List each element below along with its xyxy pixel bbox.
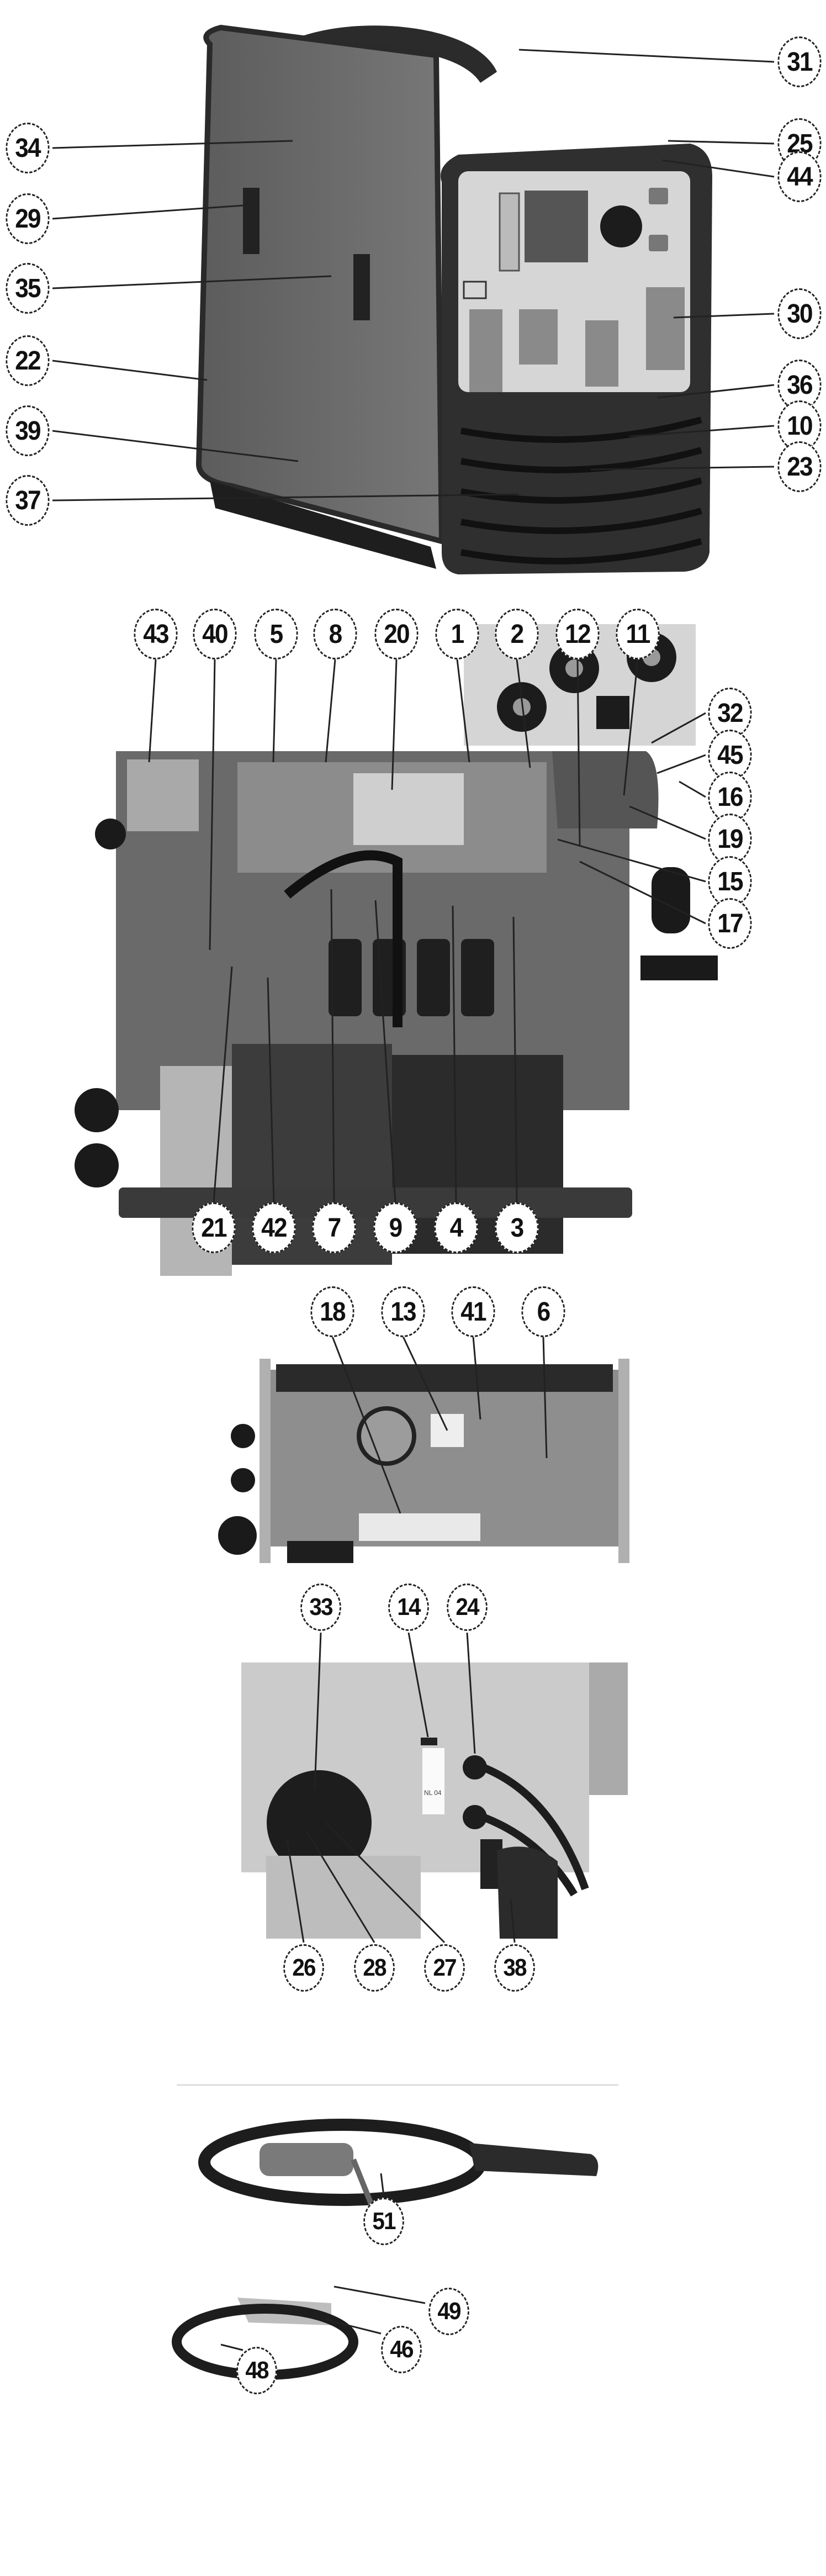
callout-12: 12 xyxy=(555,609,600,659)
side-slot-right xyxy=(353,254,370,320)
side-slot-left xyxy=(243,188,260,254)
callout-8: 8 xyxy=(313,609,357,659)
welder-exterior xyxy=(195,24,712,746)
callout-39: 39 xyxy=(6,405,50,456)
rear-plate-label: NL 04 xyxy=(424,1789,442,1797)
callout-31: 31 xyxy=(777,36,822,87)
callout-13: 13 xyxy=(381,1286,425,1337)
knob-icon xyxy=(600,205,642,247)
callout-1: 1 xyxy=(435,609,479,659)
callout-51: 51 xyxy=(363,2198,404,2245)
callout-34: 34 xyxy=(6,123,50,173)
callout-29: 29 xyxy=(6,193,50,244)
callout-22: 22 xyxy=(6,335,50,386)
callout-21: 21 xyxy=(192,1202,236,1253)
display xyxy=(525,191,588,262)
callout-7: 7 xyxy=(312,1202,356,1253)
leader-lines-view1 xyxy=(52,49,775,502)
leader-lines-view4 xyxy=(286,1632,516,1944)
vent-louvers xyxy=(460,416,702,564)
callout-26: 26 xyxy=(283,1944,324,1992)
leader-lines-view5 xyxy=(220,2173,426,2351)
callout-18: 18 xyxy=(310,1286,354,1337)
callout-37: 37 xyxy=(6,475,50,526)
leader-lines-view3 xyxy=(331,1336,548,1514)
callout-44: 44 xyxy=(777,151,822,202)
callout-5: 5 xyxy=(254,609,298,659)
welder-interior-a xyxy=(75,751,718,1276)
welder-interior-b xyxy=(218,1359,629,1563)
callout-46: 46 xyxy=(381,2326,422,2373)
callout-43: 43 xyxy=(134,609,178,659)
callout-36: 36 xyxy=(777,360,822,410)
callout-20: 20 xyxy=(374,609,419,659)
callout-49: 49 xyxy=(428,2288,469,2335)
callout-28: 28 xyxy=(354,1944,395,1992)
callout-45: 45 xyxy=(708,730,752,780)
torch-connector xyxy=(469,2143,599,2176)
welder-rear-panel: NL 04 xyxy=(241,1662,628,1939)
callout-33: 33 xyxy=(300,1583,341,1631)
callout-15: 15 xyxy=(708,856,752,907)
torch-handle xyxy=(260,2143,353,2176)
callout-4: 4 xyxy=(434,1202,478,1253)
callout-27: 27 xyxy=(424,1944,465,1992)
callout-35: 35 xyxy=(6,263,50,314)
callout-14: 14 xyxy=(388,1583,429,1631)
callout-17: 17 xyxy=(708,898,752,949)
callout-30: 30 xyxy=(777,288,822,339)
callout-40: 40 xyxy=(193,609,237,659)
callout-11: 11 xyxy=(616,609,660,659)
callout-24: 24 xyxy=(447,1583,488,1631)
fan-grille-icon xyxy=(267,1770,372,1875)
callout-42: 42 xyxy=(252,1202,296,1253)
callout-6: 6 xyxy=(521,1286,565,1337)
callout-9: 9 xyxy=(373,1202,417,1253)
callout-2: 2 xyxy=(495,609,539,659)
callout-41: 41 xyxy=(451,1286,495,1337)
callout-3: 3 xyxy=(495,1202,539,1253)
callout-38: 38 xyxy=(494,1944,535,1992)
callout-48: 48 xyxy=(236,2347,277,2394)
callout-23: 23 xyxy=(777,441,822,492)
leader-lines-view2 xyxy=(148,659,706,1203)
